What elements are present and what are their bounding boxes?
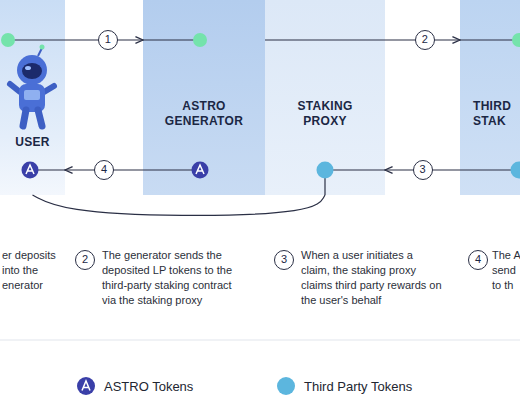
token-glyph bbox=[82, 381, 90, 391]
callout-number: 3 bbox=[413, 160, 433, 180]
caption-fragment: to th bbox=[492, 278, 513, 293]
lp-token-dot bbox=[193, 33, 207, 47]
line-extension bbox=[143, 39, 200, 40]
astro-token-icon bbox=[192, 162, 209, 179]
column-title: USER bbox=[15, 135, 50, 150]
astronaut-illustration bbox=[10, 45, 54, 127]
callout-number: 4 bbox=[468, 250, 488, 270]
step-caption: When a user initiates a claim, the staki… bbox=[301, 248, 443, 308]
line-extension bbox=[460, 39, 520, 40]
legend-label: ASTRO Tokens bbox=[104, 379, 193, 394]
legend-swatch bbox=[277, 377, 295, 395]
line-extensions bbox=[8, 40, 520, 195]
legend-swatch bbox=[77, 377, 95, 395]
line-extension bbox=[8, 39, 65, 40]
caption-fragment: enerator bbox=[2, 278, 43, 293]
caption-fragment: send bbox=[492, 263, 516, 278]
lp-token-dot bbox=[512, 33, 520, 47]
astro-token-icon bbox=[22, 162, 39, 179]
callout-number: 2 bbox=[415, 30, 435, 50]
column-title: STAKING PROXY bbox=[297, 99, 352, 129]
line-extension bbox=[325, 169, 385, 170]
column-title: ASTRO GENERATOR bbox=[165, 99, 243, 129]
callout-number: 1 bbox=[98, 30, 118, 50]
legend-swatch bbox=[276, 376, 296, 396]
legend-swatch bbox=[76, 376, 96, 396]
separator-line bbox=[0, 340, 520, 341]
lp-token-dot bbox=[1, 33, 15, 47]
third-party-token-dot bbox=[317, 162, 334, 179]
legend-label: Third Party Tokens bbox=[304, 379, 412, 394]
caption-fragment: The A bbox=[492, 248, 520, 263]
line-extension bbox=[143, 169, 200, 170]
legend-entry: Third Party Tokens bbox=[276, 376, 412, 396]
callout-number: 2 bbox=[75, 250, 95, 270]
column-band: THIRD STAK bbox=[460, 0, 520, 195]
legend-entry: ASTRO Tokens bbox=[76, 376, 193, 396]
callout-number: 4 bbox=[94, 160, 114, 180]
caption-fragment: er deposits bbox=[2, 248, 56, 263]
caption-fragment: into the bbox=[2, 263, 38, 278]
flow-curve bbox=[33, 195, 326, 215]
column-title: THIRD STAK bbox=[473, 99, 511, 129]
step-caption: The generator sends the deposited LP tok… bbox=[102, 248, 244, 308]
callout-number: 3 bbox=[274, 250, 294, 270]
third-party-token-dot bbox=[511, 162, 520, 179]
line-extension bbox=[324, 178, 325, 195]
